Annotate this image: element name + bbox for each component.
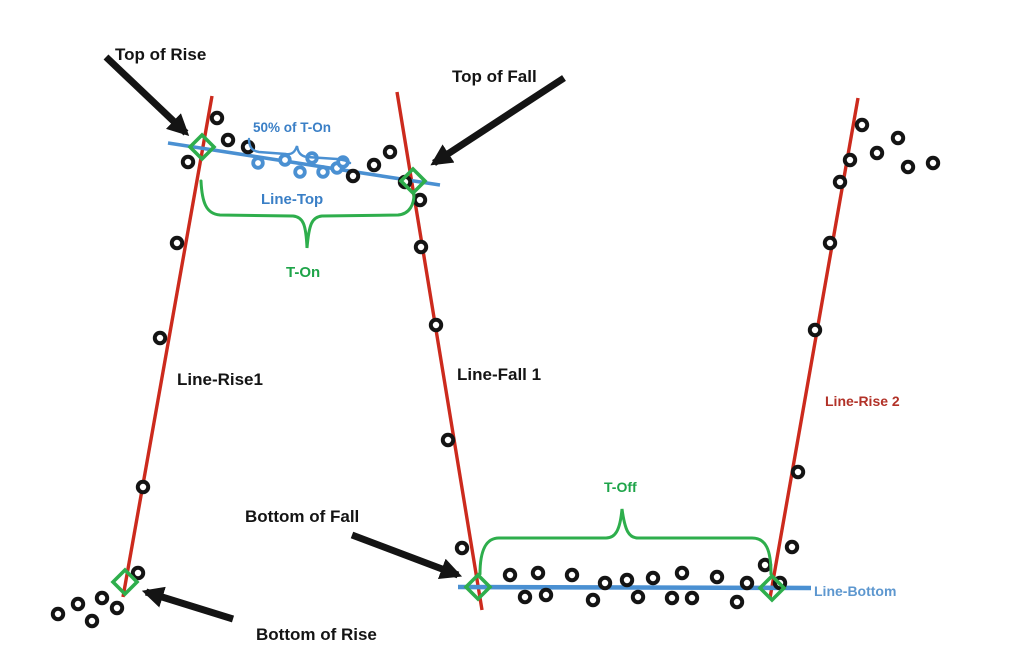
data-point [169, 235, 185, 251]
arrow-top-of-rise-icon [103, 54, 190, 136]
data-point [790, 464, 806, 480]
line-bottom-label: Line-Bottom [814, 583, 896, 599]
top-mean-data-point [251, 156, 265, 170]
data-point [757, 557, 773, 573]
top-mean-data-point [316, 165, 330, 179]
fit-line-fall1 [395, 91, 484, 611]
marker-bottom-of-fall-diamond-icon [463, 572, 493, 602]
arrow-bottom-of-fall-icon [350, 531, 463, 580]
data-point [900, 159, 916, 175]
fit-line-rise2 [768, 97, 860, 599]
data-point [645, 570, 661, 586]
data-point [832, 174, 848, 190]
data-point [664, 590, 680, 606]
data-point [684, 590, 700, 606]
t-off-label: T-Off [604, 479, 637, 495]
data-point [585, 592, 601, 608]
data-point [517, 589, 533, 605]
data-point [180, 154, 196, 170]
arrow-top-of-fall-icon [430, 75, 566, 166]
data-point [807, 322, 823, 338]
t-off-brace [478, 508, 773, 576]
data-point [869, 145, 885, 161]
half-t-on-brace [247, 137, 352, 165]
data-point [109, 600, 125, 616]
data-point [842, 152, 858, 168]
data-point [890, 130, 906, 146]
data-point [70, 596, 86, 612]
data-point [502, 567, 518, 583]
data-point [413, 239, 429, 255]
top-mean-data-point [293, 165, 307, 179]
top-of-fall-label: Top of Fall [452, 67, 537, 86]
data-point [619, 572, 635, 588]
data-point [784, 539, 800, 555]
data-point [854, 117, 870, 133]
arrow-bottom-of-rise-icon [141, 586, 235, 623]
data-point [428, 317, 444, 333]
data-point [130, 565, 146, 581]
line-fall1-label: Line-Fall 1 [457, 365, 541, 384]
marker-bottom-of-rise-diamond-icon [110, 567, 140, 597]
line-top-label: Line-Top [261, 191, 323, 208]
data-point [220, 132, 236, 148]
data-point [709, 569, 725, 585]
marker-top-of-rise-diamond-icon [187, 132, 217, 162]
data-point [152, 330, 168, 346]
line-rise2-label: Line-Rise 2 [825, 393, 900, 409]
data-point [412, 192, 428, 208]
marker-top-of-fall-diamond-icon [398, 166, 428, 196]
data-point [674, 565, 690, 581]
data-point [84, 613, 100, 629]
data-point [440, 432, 456, 448]
data-point [135, 479, 151, 495]
data-point [564, 567, 580, 583]
data-point [345, 168, 361, 184]
data-point [94, 590, 110, 606]
bottom-of-fall-label: Bottom of Fall [245, 507, 359, 526]
data-point [729, 594, 745, 610]
marker-bottom-of-rise2-diamond-icon [757, 573, 787, 603]
top-mean-data-point [278, 153, 292, 167]
data-point [538, 587, 554, 603]
half-t-on-label: 50% of T-On [253, 120, 331, 135]
top-of-rise-label: Top of Rise [115, 45, 206, 64]
t-on-label: T-On [286, 264, 320, 281]
data-point [366, 157, 382, 173]
fit-line-rise1 [121, 95, 214, 598]
data-point [454, 540, 470, 556]
data-point [209, 110, 225, 126]
data-point [597, 575, 613, 591]
line-rise1-label: Line-Rise1 [177, 370, 263, 389]
data-point [382, 144, 398, 160]
data-point [530, 565, 546, 581]
data-point [925, 155, 941, 171]
data-point [630, 589, 646, 605]
data-point [739, 575, 755, 591]
bottom-of-rise-label: Bottom of Rise [256, 625, 377, 644]
t-on-brace [199, 179, 416, 249]
data-point [50, 606, 66, 622]
data-point [822, 235, 838, 251]
